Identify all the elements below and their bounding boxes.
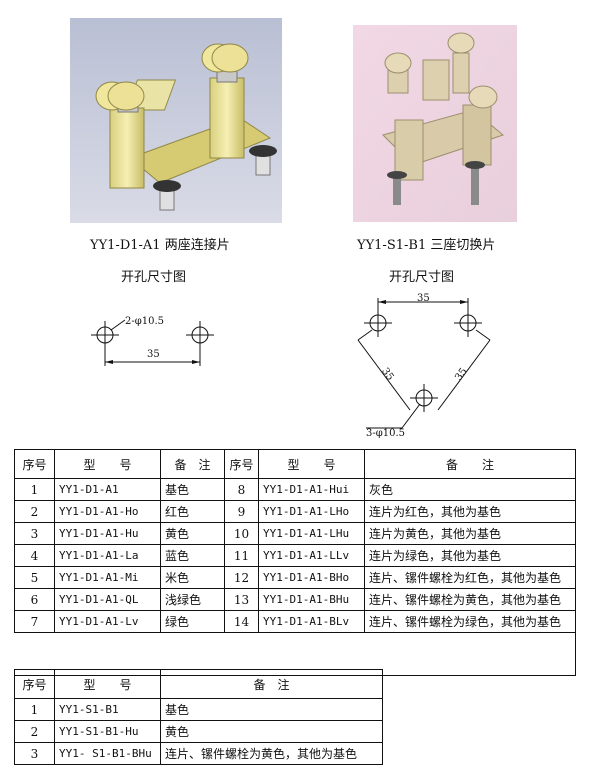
col-header-model: 型 号 [54, 449, 161, 479]
cell: YY1-D1-A1-BLv [258, 610, 365, 633]
table-row: 7 YY1-D1-A1-Lv 绿色 14 YY1-D1-A1-BLv 连片、镙件… [14, 610, 576, 633]
cell: 1 [14, 698, 55, 721]
cell: YY1-D1-A1-Ho [54, 500, 161, 523]
cell: 绿色 [160, 610, 225, 633]
cell: YY1-D1-A1-Hu [54, 522, 161, 545]
cell: 7 [14, 610, 55, 633]
model-table-s1: 序号 型 号 备 注 1 YY1-S1-B1 基色 2 YY1-S1-B1-Hu… [14, 669, 383, 765]
cell: 连片为黄色，其他为基色 [364, 522, 576, 545]
cell: 连片、镙件螺栓为黄色，其他为基色 [160, 742, 383, 765]
cell: 6 [14, 588, 55, 611]
table-row: 1 YY1-S1-B1 基色 [14, 698, 383, 721]
cell: YY1-D1-A1-BHo [258, 566, 365, 589]
cell: YY1-D1-A1-LHu [258, 522, 365, 545]
col-header-index: 序号 [14, 669, 55, 699]
cell: YY1-D1-A1-La [54, 544, 161, 567]
cell: YY1-D1-A1-Mi [54, 566, 161, 589]
table-row: 6 YY1-D1-A1-QL 浅绿色 13 YY1-D1-A1-BHu 连片、镙… [14, 588, 576, 611]
cell: 3 [14, 522, 55, 545]
cell: 11 [224, 544, 259, 567]
cell: 连片、镙件螺栓为红色，其他为基色 [364, 566, 576, 589]
cell: 13 [224, 588, 259, 611]
two-seat-caption: YY1-D1-A1 两座连接片 [90, 238, 230, 253]
cell: 连片、镙件螺栓为黄色，其他为基色 [364, 588, 576, 611]
three-hole-diameter-label: 3-φ10.5 [366, 428, 405, 439]
col-header-remark: 备 注 [160, 449, 225, 479]
col-header-remark: 备 注 [160, 669, 383, 699]
cell: YY1-D1-A1-LLv [258, 544, 365, 567]
cell: 红色 [160, 500, 225, 523]
two-hole-diameter-label: 2-φ10.5 [125, 316, 164, 327]
cell: 黄色 [160, 522, 225, 545]
cell: 9 [224, 500, 259, 523]
cell: 蓝色 [160, 544, 225, 567]
three-hole-right-label: 35 [453, 366, 469, 383]
cell: 连片、镙件螺栓为绿色，其他为基色 [364, 610, 576, 633]
col-header-model: 型 号 [54, 669, 161, 699]
table-row: 5 YY1-D1-A1-Mi 米色 12 YY1-D1-A1-BHo 连片、镙件… [14, 566, 576, 589]
two-hole-drawing: 2-φ10.5 35 [91, 316, 214, 366]
three-seat-caption: YY1-S1-B1 三座切换片 [357, 238, 496, 253]
table-row: 3 YY1-D1-A1-Hu 黄色 10 YY1-D1-A1-LHu 连片为黄色… [14, 522, 576, 545]
three-hole-drawing: 35 35 35 3-φ10.5 [357, 293, 491, 439]
table-row: 1 YY1-D1-A1 基色 8 YY1-D1-A1-Hui 灰色 [14, 478, 576, 501]
cell: YY1-S1-B1 [54, 698, 161, 721]
cell: 2 [14, 500, 55, 523]
cell: 浅绿色 [160, 588, 225, 611]
cell: YY1-D1-A1 [54, 478, 161, 501]
cell: YY1-S1-B1-Hu [54, 720, 161, 743]
empty-cell [14, 632, 576, 676]
cell: 基色 [160, 698, 383, 721]
cell: 黄色 [160, 720, 383, 743]
cell: YY1-D1-A1-Hui [258, 478, 365, 501]
cell: YY1-D1-A1-QL [54, 588, 161, 611]
cell: YY1-D1-A1-BHu [258, 588, 365, 611]
cell: 8 [224, 478, 259, 501]
cell: 1 [14, 478, 55, 501]
cell: 2 [14, 720, 55, 743]
cell: YY1-D1-A1-Lv [54, 610, 161, 633]
cell: 基色 [160, 478, 225, 501]
cell: 12 [224, 566, 259, 589]
table-row: 2 YY1-S1-B1-Hu 黄色 [14, 720, 383, 743]
cell: 灰色 [364, 478, 576, 501]
three-seat-switch-image [353, 25, 517, 222]
model-table-d1: 序号 型 号 备 注 序号 型 号 备 注 1 YY1-D1-A1 基色 8 Y… [14, 449, 576, 676]
table-row: 2 YY1-D1-A1-Ho 红色 9 YY1-D1-A1-LHo 连片为红色，… [14, 500, 576, 523]
cell: YY1-D1-A1-LHo [258, 500, 365, 523]
cell: 3 [14, 742, 55, 765]
table-row: 4 YY1-D1-A1-La 蓝色 11 YY1-D1-A1-LLv 连片为绿色… [14, 544, 576, 567]
cell: 米色 [160, 566, 225, 589]
cell: 4 [14, 544, 55, 567]
cell: 10 [224, 522, 259, 545]
col-header-remark: 备 注 [364, 449, 576, 479]
cell: 连片为绿色，其他为基色 [364, 544, 576, 567]
cell: 14 [224, 610, 259, 633]
two-seat-hole-title: 开孔尺寸图 [121, 270, 187, 285]
cell: 连片为红色，其他为基色 [364, 500, 576, 523]
col-header-index: 序号 [224, 449, 259, 479]
table-row: 3 YY1- S1-B1-BHu 连片、镙件螺栓为黄色，其他为基色 [14, 742, 383, 765]
cell: YY1- S1-B1-BHu [54, 742, 161, 765]
three-hole-top-label: 35 [417, 293, 430, 304]
cell: 5 [14, 566, 55, 589]
two-seat-connector-image [70, 18, 282, 223]
table-header-row: 序号 型 号 备 注 序号 型 号 备 注 [14, 449, 576, 479]
table-spacer-row [14, 632, 576, 676]
col-header-index: 序号 [14, 449, 55, 479]
three-seat-hole-title: 开孔尺寸图 [389, 270, 455, 285]
table-header-row: 序号 型 号 备 注 [14, 669, 383, 699]
three-hole-left-label: 35 [379, 366, 395, 383]
col-header-model: 型 号 [258, 449, 365, 479]
two-hole-spacing-label: 35 [147, 349, 160, 360]
